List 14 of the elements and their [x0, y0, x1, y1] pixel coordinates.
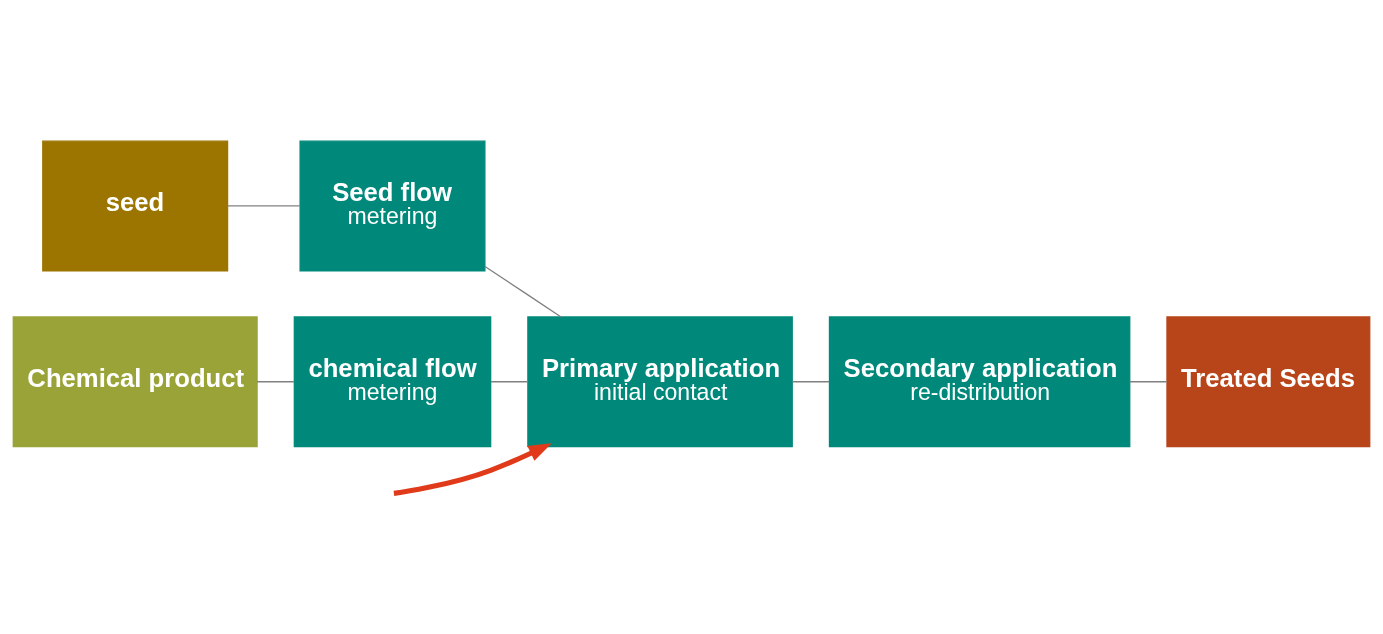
node-box: Seed flow metering [299, 140, 486, 271]
arrow [393, 442, 552, 496]
node-box: seed [42, 140, 229, 271]
node-box: Chemical product [12, 315, 258, 447]
connector [490, 380, 529, 382]
connector [1129, 380, 1168, 382]
node-box: chemical flow metering [293, 315, 492, 447]
connector [484, 265, 562, 318]
node-box: Treated Seeds [1166, 315, 1371, 447]
connector [256, 380, 295, 382]
node-box: Primary application initial contact [527, 315, 793, 447]
connector [791, 380, 830, 382]
connector [227, 204, 301, 207]
node-box: Secondary application re-distribution [828, 315, 1131, 447]
